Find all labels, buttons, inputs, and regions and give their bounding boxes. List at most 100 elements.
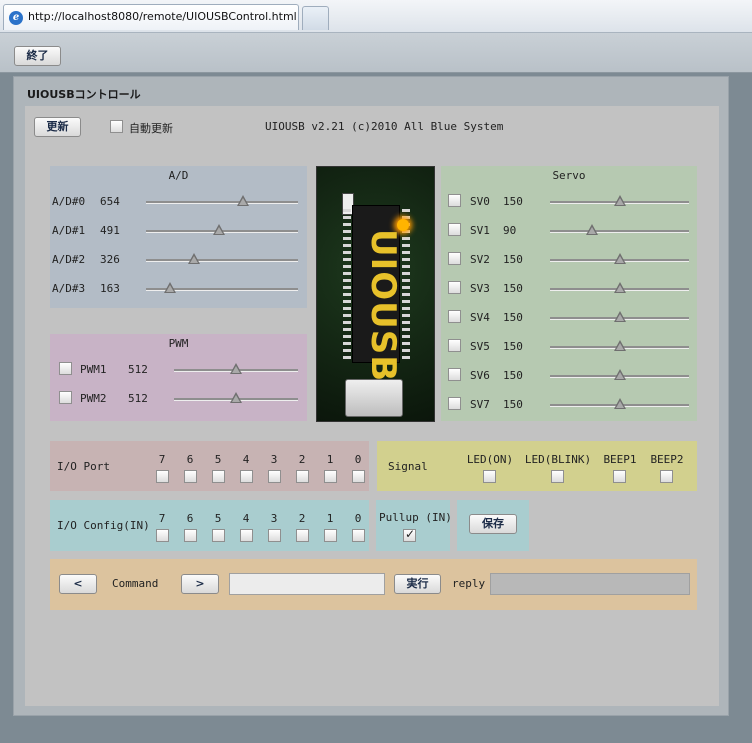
io-config-bit-checkbox[interactable] <box>212 529 225 542</box>
pwm-title: PWM <box>168 337 189 350</box>
command-prev-button[interactable]: < <box>59 574 97 594</box>
pwm-checkbox[interactable] <box>59 391 72 404</box>
pwm-checkbox[interactable] <box>59 362 72 375</box>
auto-refresh-label: 自動更新 <box>129 122 173 135</box>
signal-item-checkbox[interactable] <box>483 470 496 483</box>
servo-channel-label: SV1 <box>470 224 490 237</box>
ad-channel-label: A/D#2 <box>52 253 86 266</box>
signal-item-checkbox[interactable] <box>660 470 673 483</box>
io-port-bit-label: 5 <box>214 453 222 466</box>
io-config-bit-checkbox[interactable] <box>296 529 309 542</box>
servo-channel-value: 150 <box>503 253 523 266</box>
board-pins-right <box>402 209 410 359</box>
command-section: < Command > 実行 reply <box>50 559 697 610</box>
signal-item-label: LED(ON) <box>466 453 514 466</box>
ad-channel-value: 163 <box>100 282 120 295</box>
io-port-bit-checkbox[interactable] <box>240 470 253 483</box>
browser-tab-bar: e http://localhost8080/remote/UIOUSBCont… <box>0 0 752 33</box>
servo-slider-thumb[interactable] <box>614 311 626 322</box>
servo-slider-thumb[interactable] <box>614 398 626 409</box>
ad-slider-track[interactable] <box>146 288 298 291</box>
io-port-bit-label: 7 <box>158 453 166 466</box>
servo-channel-label: SV3 <box>470 282 490 295</box>
pullup-checkbox[interactable] <box>403 527 416 542</box>
servo-checkbox[interactable] <box>448 223 461 236</box>
io-config-bit-checkbox[interactable] <box>184 529 197 542</box>
servo-slider-thumb[interactable] <box>614 340 626 351</box>
execute-button[interactable]: 実行 <box>394 574 441 594</box>
ad-slider-thumb[interactable] <box>164 282 176 293</box>
servo-slider-thumb[interactable] <box>614 195 626 206</box>
reply-label: reply <box>452 577 486 590</box>
auto-refresh-checkbox[interactable] <box>110 120 123 133</box>
servo-checkbox[interactable] <box>448 339 461 352</box>
pwm-slider-thumb[interactable] <box>230 363 242 374</box>
servo-checkbox[interactable] <box>448 397 461 410</box>
servo-checkbox[interactable] <box>448 194 461 207</box>
io-config-label: I/O Config(IN) <box>57 519 150 532</box>
new-tab-button[interactable] <box>302 6 329 30</box>
ad-slider-thumb[interactable] <box>237 195 249 206</box>
servo-slider-thumb[interactable] <box>614 369 626 380</box>
io-config-bit-label: 3 <box>270 512 278 525</box>
io-config-bit-checkbox[interactable] <box>268 529 281 542</box>
io-port-bit-checkbox[interactable] <box>156 470 169 483</box>
ad-channel-value: 491 <box>100 224 120 237</box>
servo-slider-thumb[interactable] <box>614 282 626 293</box>
ad-slider-thumb[interactable] <box>188 253 200 264</box>
pwm-slider-thumb[interactable] <box>230 392 242 403</box>
io-config-bit-checkbox[interactable] <box>324 529 337 542</box>
servo-channel-value: 150 <box>503 340 523 353</box>
signal-item-checkbox[interactable] <box>613 470 626 483</box>
refresh-button[interactable]: 更新 <box>34 117 81 137</box>
ad-slider-track[interactable] <box>146 259 298 262</box>
signal-item-checkbox[interactable] <box>551 470 564 483</box>
ad-slider-thumb[interactable] <box>213 224 225 235</box>
io-port-bit-checkbox[interactable] <box>268 470 281 483</box>
reply-field <box>490 573 690 595</box>
save-button[interactable]: 保存 <box>469 514 517 534</box>
command-input[interactable] <box>229 573 385 595</box>
io-port-bit-checkbox[interactable] <box>296 470 309 483</box>
servo-channel-value: 90 <box>503 224 517 237</box>
servo-channel-label: SV4 <box>470 311 490 324</box>
io-port-bit-checkbox[interactable] <box>184 470 197 483</box>
command-next-button[interactable]: > <box>181 574 219 594</box>
io-config-bit-checkbox[interactable] <box>240 529 253 542</box>
servo-checkbox[interactable] <box>448 281 461 294</box>
pullup-label: Pullup (IN) <box>379 511 452 524</box>
exit-button[interactable]: 終了 <box>14 46 61 66</box>
ad-channel-label: A/D#1 <box>52 224 86 237</box>
command-label: Command <box>112 577 159 590</box>
io-port-bit-label: 1 <box>326 453 334 466</box>
ad-slider-track[interactable] <box>146 201 298 204</box>
browser-tab[interactable]: e http://localhost8080/remote/UIOUSBCont… <box>3 4 299 30</box>
servo-slider-thumb[interactable] <box>614 253 626 264</box>
io-port-bit-checkbox[interactable] <box>352 470 365 483</box>
io-config-bit-label: 6 <box>186 512 194 525</box>
io-port-bit-checkbox[interactable] <box>324 470 337 483</box>
pwm-channel-label: PWM1 <box>80 363 107 376</box>
io-port-bit-label: 3 <box>270 453 278 466</box>
signal-item-label: BEEP1 <box>603 453 637 466</box>
servo-slider-thumb[interactable] <box>586 224 598 235</box>
uiousb-board-image: UIOUSB <box>316 166 435 422</box>
io-port-bit-label: 2 <box>298 453 306 466</box>
servo-channel-label: SV6 <box>470 369 490 382</box>
signal-label: Signal <box>388 460 428 473</box>
io-port-bit-checkbox[interactable] <box>212 470 225 483</box>
servo-channel-label: SV0 <box>470 195 490 208</box>
io-config-bit-checkbox[interactable] <box>352 529 365 542</box>
servo-checkbox[interactable] <box>448 368 461 381</box>
io-config-bit-label: 1 <box>326 512 334 525</box>
servo-title: Servo <box>552 169 586 182</box>
io-port-bit-label: 6 <box>186 453 194 466</box>
servo-checkbox[interactable] <box>448 310 461 323</box>
ad-channel-value: 326 <box>100 253 120 266</box>
servo-checkbox[interactable] <box>448 252 461 265</box>
servo-slider-track[interactable] <box>550 230 689 233</box>
io-config-bit-checkbox[interactable] <box>156 529 169 542</box>
